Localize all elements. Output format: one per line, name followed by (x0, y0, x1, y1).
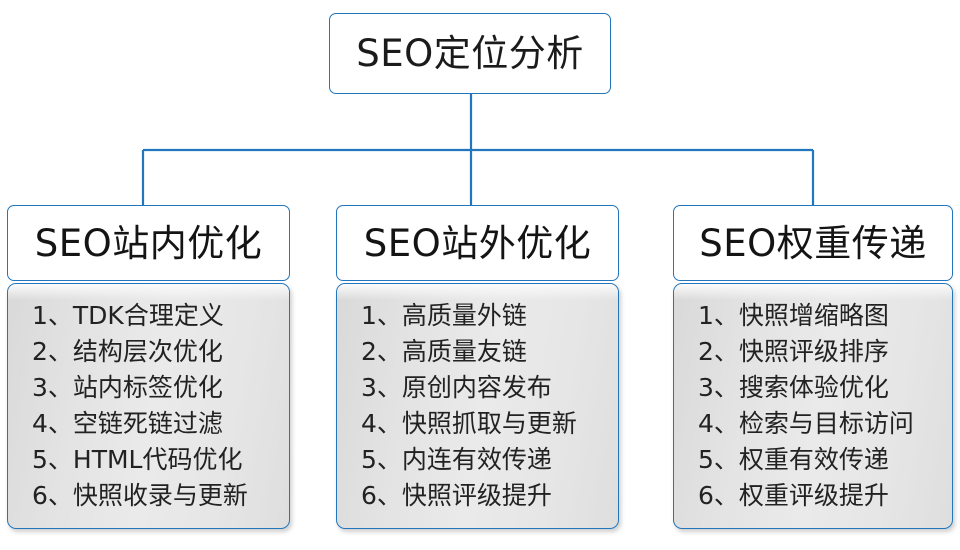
list-item-text: 站内标签优化 (72, 373, 223, 402)
list-item-number: 6、 (698, 481, 739, 510)
branch-header-1[interactable]: SEO站内优化 (7, 205, 290, 281)
list-item-number: 6、 (361, 481, 402, 510)
list-item-text: 高质量外链 (401, 301, 527, 330)
list-item-number: 1、 (32, 301, 73, 330)
list-item-number: 2、 (361, 337, 402, 366)
branch-2-item-list: 1、 高质量外链 2、 高质量友链 3、 原创内容发布 4、 快照抓取与更新 5… (337, 298, 618, 514)
branch-body-2: 1、 高质量外链 2、 高质量友链 3、 原创内容发布 4、 快照抓取与更新 5… (336, 283, 619, 529)
list-item: 3、 站内标签优化 (32, 370, 289, 406)
list-item: 5、 权重有效传递 (698, 442, 952, 478)
list-item: 4、 检索与目标访问 (698, 406, 952, 442)
list-item-text: 原创内容发布 (401, 373, 552, 402)
list-item-number: 3、 (32, 373, 73, 402)
list-item-number: 4、 (698, 409, 739, 438)
list-item: 3、 搜索体验优化 (698, 370, 952, 406)
list-item-text: 高质量友链 (401, 337, 527, 366)
branch-column-1: SEO站内优化 1、 TDK合理定义 2、 结构层次优化 3、 站内标签优化 4… (7, 205, 290, 529)
root-node[interactable]: SEO定位分析 (329, 13, 611, 94)
list-item: 1、 高质量外链 (361, 298, 618, 334)
branch-1-item-list: 1、 TDK合理定义 2、 结构层次优化 3、 站内标签优化 4、 空链死链过滤… (8, 298, 289, 514)
list-item: 4、 快照抓取与更新 (361, 406, 618, 442)
list-item: 5、 HTML代码优化 (32, 442, 289, 478)
list-item-text: 快照评级提升 (401, 481, 552, 510)
list-item: 4、 空链死链过滤 (32, 406, 289, 442)
list-item: 6、 快照评级提升 (361, 478, 618, 514)
list-item: 2、 高质量友链 (361, 334, 618, 370)
list-item-number: 2、 (698, 337, 739, 366)
root-node-label: SEO定位分析 (356, 32, 584, 75)
list-item-text: 结构层次优化 (72, 337, 223, 366)
list-item-text: 权重有效传递 (738, 445, 889, 474)
branch-header-3[interactable]: SEO权重传递 (673, 205, 953, 281)
list-item-text: 快照收录与更新 (72, 481, 248, 510)
list-item-text: 快照增缩略图 (738, 301, 889, 330)
branch-header-3-label: SEO权重传递 (699, 221, 927, 265)
list-item-number: 1、 (698, 301, 739, 330)
list-item-number: 1、 (361, 301, 402, 330)
list-item: 3、 原创内容发布 (361, 370, 618, 406)
list-item-number: 5、 (361, 445, 402, 474)
list-item-number: 3、 (361, 373, 402, 402)
list-item: 1、 快照增缩略图 (698, 298, 952, 334)
branch-header-2[interactable]: SEO站外优化 (336, 205, 619, 281)
list-item: 2、 结构层次优化 (32, 334, 289, 370)
list-item-text: 检索与目标访问 (738, 409, 914, 438)
list-item-text: TDK合理定义 (72, 301, 224, 330)
list-item-text: 快照抓取与更新 (401, 409, 577, 438)
branch-header-2-label: SEO站外优化 (363, 221, 592, 265)
branch-3-item-list: 1、 快照增缩略图 2、 快照评级排序 3、 搜索体验优化 4、 检索与目标访问… (674, 298, 952, 514)
list-item-text: 搜索体验优化 (738, 373, 889, 402)
list-item-text: 快照评级排序 (738, 337, 889, 366)
list-item-number: 4、 (32, 409, 73, 438)
list-item-number: 3、 (698, 373, 739, 402)
list-item-text: 权重评级提升 (738, 481, 889, 510)
branch-column-3: SEO权重传递 1、 快照增缩略图 2、 快照评级排序 3、 搜索体验优化 4、 (673, 205, 953, 529)
list-item-number: 5、 (698, 445, 739, 474)
list-item: 6、 快照收录与更新 (32, 478, 289, 514)
list-item-number: 5、 (32, 445, 73, 474)
list-item: 2、 快照评级排序 (698, 334, 952, 370)
branch-column-2: SEO站外优化 1、 高质量外链 2、 高质量友链 3、 原创内容发布 4、 快 (336, 205, 619, 529)
list-item-text: HTML代码优化 (72, 445, 243, 474)
list-item-text: 内连有效传递 (401, 445, 552, 474)
list-item: 5、 内连有效传递 (361, 442, 618, 478)
list-item-number: 4、 (361, 409, 402, 438)
list-item-number: 2、 (32, 337, 73, 366)
branch-body-3: 1、 快照增缩略图 2、 快照评级排序 3、 搜索体验优化 4、 检索与目标访问… (673, 283, 953, 529)
list-item: 6、 权重评级提升 (698, 478, 952, 514)
list-item-text: 空链死链过滤 (72, 409, 223, 438)
branch-header-1-label: SEO站内优化 (34, 221, 263, 265)
list-item-number: 6、 (32, 481, 73, 510)
list-item: 1、 TDK合理定义 (32, 298, 289, 334)
branch-body-1: 1、 TDK合理定义 2、 结构层次优化 3、 站内标签优化 4、 空链死链过滤… (7, 283, 290, 529)
